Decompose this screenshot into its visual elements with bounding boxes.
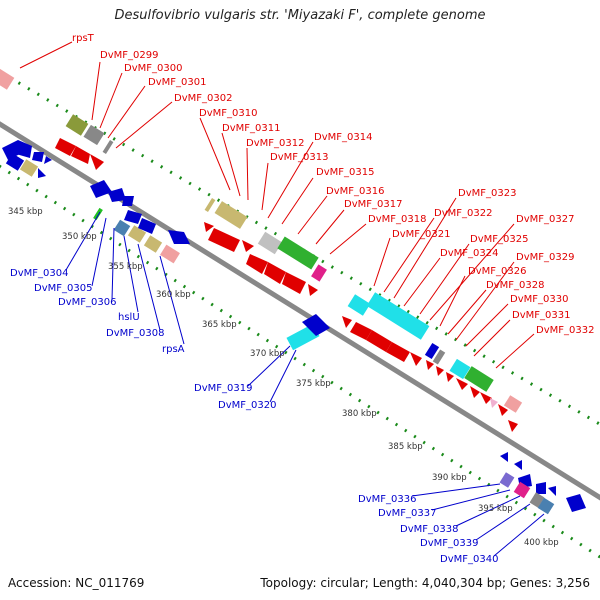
gene-reverse-left <box>2 140 52 178</box>
gene-label[interactable]: DvMF_0304 <box>10 268 68 279</box>
gene-label[interactable]: rpsT <box>72 33 95 44</box>
gene-label[interactable]: DvMF_0332 <box>536 325 594 336</box>
gene-label[interactable]: rpsA <box>162 344 185 355</box>
forward-leaders <box>19 41 535 369</box>
gene-label[interactable]: DvMF_0330 <box>510 294 568 305</box>
gene-forward-cluster-0321-0332 <box>342 292 523 432</box>
gene-rpsT-block <box>0 68 15 90</box>
ruler-tick: 345 kbp <box>8 207 43 217</box>
gene-label[interactable]: hslU <box>118 312 140 323</box>
ruler-tick: 350 kbp <box>62 232 97 242</box>
ruler-tick: 360 kbp <box>156 290 191 300</box>
gene-label[interactable]: DvMF_0316 <box>326 186 384 197</box>
gene-label[interactable]: DvMF_0324 <box>440 248 498 259</box>
gene-forward-cluster-0310-0318 <box>204 198 327 296</box>
gene-reverse-cluster-0304-rpsA <box>90 180 190 264</box>
gene-label[interactable]: DvMF_0319 <box>194 383 252 394</box>
gene-label[interactable]: DvMF_0306 <box>58 297 116 308</box>
gene-label[interactable]: DvMF_0312 <box>246 138 304 149</box>
gene-label[interactable]: DvMF_0339 <box>420 538 478 549</box>
map-title: Desulfovibrio vulgaris str. 'Miyazaki F'… <box>114 8 486 23</box>
ruler-tick: 385 kbp <box>388 442 423 452</box>
forward-gene-labels: rpsT DvMF_0299 DvMF_0300 DvMF_0301 DvMF_… <box>72 33 594 336</box>
ruler-tick: 395 kbp <box>478 504 513 514</box>
gene-label[interactable]: DvMF_0337 <box>378 508 436 519</box>
ruler-tick: 375 kbp <box>296 379 331 389</box>
ruler-tick: 355 kbp <box>108 262 143 272</box>
gene-label[interactable]: DvMF_0321 <box>392 229 450 240</box>
gene-label[interactable]: DvMF_0300 <box>124 63 182 74</box>
ruler-tick: 365 kbp <box>202 320 237 330</box>
gene-label[interactable]: DvMF_0338 <box>400 524 458 535</box>
gene-label[interactable]: DvMF_0327 <box>516 214 574 225</box>
gene-label[interactable]: DvMF_0320 <box>218 400 276 411</box>
gene-label[interactable]: DvMF_0301 <box>148 77 206 88</box>
gene-label[interactable]: DvMF_0310 <box>199 108 257 119</box>
gene-label[interactable]: DvMF_0326 <box>468 266 526 277</box>
gene-label[interactable]: DvMF_0299 <box>100 50 158 61</box>
gene-label[interactable]: DvMF_0322 <box>434 208 492 219</box>
gene-label[interactable]: DvMF_0311 <box>222 123 280 134</box>
gene-label[interactable]: DvMF_0314 <box>314 132 372 143</box>
ruler-ticks: 345 kbp 350 kbp 355 kbp 360 kbp 365 kbp … <box>8 207 559 548</box>
genome-backbone <box>0 121 600 501</box>
gene-label[interactable]: DvMF_0315 <box>316 167 374 178</box>
gene-label[interactable]: DvMF_0325 <box>470 234 528 245</box>
reverse-leaders <box>65 211 545 557</box>
gene-label[interactable]: DvMF_0305 <box>34 283 92 294</box>
gene-label[interactable]: DvMF_0340 <box>440 554 498 565</box>
gene-reverse-0319-0320 <box>286 314 330 351</box>
ruler-tick: 380 kbp <box>342 409 377 419</box>
gene-features <box>0 68 586 515</box>
gene-label[interactable]: DvMF_0329 <box>516 252 574 263</box>
gene-label[interactable]: DvMF_0317 <box>344 199 402 210</box>
gene-label[interactable]: DvMF_0313 <box>270 152 328 163</box>
gene-label[interactable]: DvMF_0308 <box>106 328 164 339</box>
gene-label[interactable]: DvMF_0302 <box>174 93 232 104</box>
ruler-tick: 400 kbp <box>524 538 559 548</box>
gene-label[interactable]: DvMF_0318 <box>368 214 426 225</box>
gene-label[interactable]: DvMF_0331 <box>512 310 570 321</box>
ruler-tick: 390 kbp <box>432 473 467 483</box>
grid-line-inner <box>0 164 600 559</box>
gene-0299-0301 <box>55 114 114 170</box>
gene-reverse-cluster-0336-0340 <box>499 452 586 515</box>
gene-label[interactable]: DvMF_0328 <box>486 280 544 291</box>
accession-label: Accession: NC_011769 <box>8 576 145 590</box>
gene-label[interactable]: DvMF_0336 <box>358 494 416 505</box>
genome-summary: Topology: circular; Length: 4,040,304 bp… <box>260 576 590 590</box>
reverse-gene-labels: DvMF_0304 DvMF_0305 DvMF_0306 hslU DvMF_… <box>10 268 498 565</box>
gene-label[interactable]: DvMF_0323 <box>458 188 516 199</box>
ruler-tick: 370 kbp <box>250 349 285 359</box>
label-leader-lines <box>19 41 545 557</box>
